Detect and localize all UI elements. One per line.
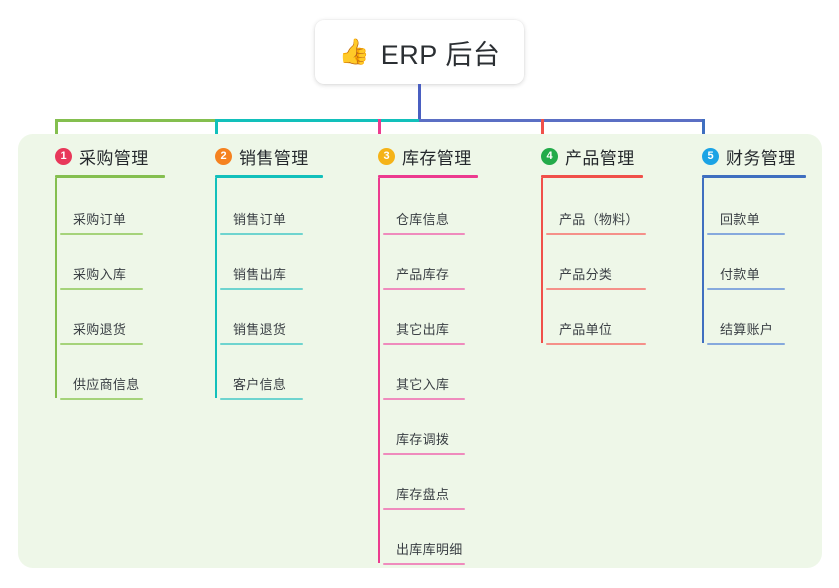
item-label: 库存盘点 — [396, 487, 450, 502]
column-header-rule-2 — [215, 175, 323, 178]
item-rule — [383, 288, 465, 290]
trunk-segment-3 — [419, 119, 702, 122]
branch-drop-5 — [702, 119, 705, 148]
thumbs-up-icon: 👍 — [338, 37, 370, 66]
item-rule — [383, 343, 465, 345]
column-spine-1 — [55, 178, 57, 398]
column-header-4[interactable]: 4 产品管理 — [541, 144, 635, 169]
item-label: 结算账户 — [720, 322, 774, 337]
item-rule — [383, 508, 465, 510]
item-rule — [383, 563, 465, 565]
item-rule — [220, 343, 303, 345]
item-rule — [546, 343, 646, 345]
column-spine-2 — [215, 178, 217, 398]
column-header-1[interactable]: 1 采购管理 — [55, 144, 149, 169]
branch-drop-4 — [541, 119, 544, 148]
column-title-4: 产品管理 — [565, 149, 635, 168]
item-label: 回款单 — [720, 212, 760, 227]
item-rule — [707, 343, 785, 345]
item-label: 产品库存 — [396, 267, 450, 282]
item-rule — [60, 233, 143, 235]
item-rule — [383, 453, 465, 455]
item-label: 销售订单 — [233, 212, 287, 227]
item-label: 供应商信息 — [73, 377, 140, 392]
item-label: 采购入库 — [73, 267, 127, 282]
item-label: 仓库信息 — [396, 212, 450, 227]
root-stem-line — [418, 84, 421, 122]
column-title-2: 销售管理 — [239, 149, 309, 168]
column-badge-2: 2 — [215, 148, 232, 165]
column-badge-4: 4 — [541, 148, 558, 165]
column-title-3: 库存管理 — [402, 149, 472, 168]
root-node[interactable]: 👍 ERP 后台 — [315, 20, 524, 84]
column-badge-5: 5 — [702, 148, 719, 165]
column-spine-3 — [378, 178, 380, 563]
item-rule — [220, 233, 303, 235]
item-label: 采购订单 — [73, 212, 127, 227]
item-label: 产品（物料） — [559, 212, 639, 227]
branch-drop-3 — [378, 119, 381, 148]
trunk-segment-2 — [215, 119, 419, 122]
item-label: 采购退货 — [73, 322, 127, 337]
column-spine-4 — [541, 178, 543, 343]
item-label: 出库库明细 — [396, 542, 463, 557]
item-label: 其它出库 — [396, 322, 450, 337]
item-label: 付款单 — [720, 267, 760, 282]
trunk-segment-1 — [55, 119, 215, 122]
item-rule — [220, 288, 303, 290]
item-label: 客户信息 — [233, 377, 287, 392]
root-node-label: ERP 后台 — [380, 39, 501, 70]
item-label: 销售退货 — [233, 322, 287, 337]
item-rule — [383, 233, 465, 235]
item-label: 销售出库 — [233, 267, 287, 282]
column-header-rule-3 — [378, 175, 478, 178]
mindmap-panel: 1 采购管理采购订单采购入库采购退货供应商信息 2 销售管理销售订单销售出库销售退货客… — [18, 134, 822, 568]
item-rule — [546, 288, 646, 290]
column-header-3[interactable]: 3 库存管理 — [378, 144, 472, 169]
branch-drop-2 — [215, 119, 218, 148]
column-title-1: 采购管理 — [79, 149, 149, 168]
item-rule — [60, 398, 143, 400]
column-title-5: 财务管理 — [726, 149, 796, 168]
item-rule — [383, 398, 465, 400]
item-rule — [220, 398, 303, 400]
item-rule — [60, 288, 143, 290]
item-label: 库存调拨 — [396, 432, 450, 447]
column-badge-3: 3 — [378, 148, 395, 165]
item-rule — [546, 233, 646, 235]
column-header-2[interactable]: 2 销售管理 — [215, 144, 309, 169]
column-header-rule-5 — [702, 175, 806, 178]
branch-drop-1 — [55, 119, 58, 148]
item-label: 产品单位 — [559, 322, 613, 337]
item-rule — [707, 288, 785, 290]
item-label: 产品分类 — [559, 267, 613, 282]
column-header-rule-1 — [55, 175, 165, 178]
column-spine-5 — [702, 178, 704, 343]
column-header-5[interactable]: 5 财务管理 — [702, 144, 796, 169]
column-badge-1: 1 — [55, 148, 72, 165]
column-header-rule-4 — [541, 175, 643, 178]
item-label: 其它入库 — [396, 377, 450, 392]
item-rule — [707, 233, 785, 235]
item-rule — [60, 343, 143, 345]
